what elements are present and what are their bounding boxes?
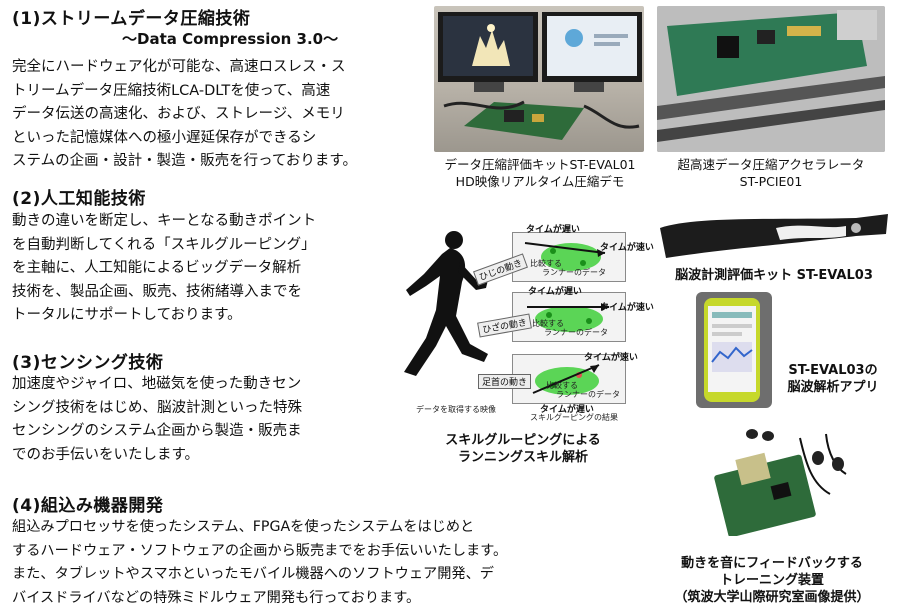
section-2-line: を自動判断してくれる「スキルグルーピング」 bbox=[12, 236, 316, 253]
section-3-body: 加速度やジャイロ、地磁気を使った動きセン シング技術をはじめ、脳波計測といった特… bbox=[12, 373, 302, 467]
section-3-line: 加速度やジャイロ、地磁気を使った動きセン bbox=[12, 376, 302, 392]
section-3-line: センシングのシステム企画から製造・販売ま bbox=[12, 423, 302, 439]
eeg-app-phone-photo bbox=[696, 292, 772, 408]
trainer-caption: 動きを音にフィードバックする トレーニング装置 （筑波大学山際研究室画像提供） bbox=[650, 555, 894, 606]
eval-kit-caption: データ圧縮評価キットST-EVAL01 HD映像リアルタイム圧縮デモ bbox=[424, 156, 656, 190]
eeg-headband-photo bbox=[660, 214, 888, 258]
runner-silhouette bbox=[404, 231, 488, 376]
elbow-runner-label: ランナーのデータ bbox=[542, 268, 606, 277]
ankle-fast-label: タイムが速い bbox=[584, 353, 638, 363]
knee-slow-label: タイムが遅い bbox=[528, 287, 582, 297]
section-1-line: ステムの企画・設計・製造・販売を行っております。 bbox=[12, 153, 357, 169]
eval-kit-photo bbox=[434, 6, 644, 152]
phone-illustration bbox=[704, 298, 760, 402]
trainer-caption-line: 動きを音にフィードバックする bbox=[681, 556, 863, 571]
knee-fast-label: タイムが速い bbox=[600, 303, 654, 313]
section-4-line: 組込みプロセッサを使ったシステム、FPGAを使ったシステムをはじめと bbox=[12, 519, 475, 535]
accelerator-caption-line: 超高速データ圧縮アクセラレータ bbox=[677, 157, 865, 172]
skill-panel-knee bbox=[512, 292, 626, 342]
eeg-app-caption-line: ST-EVAL03の bbox=[788, 363, 878, 378]
elbow-compare-label: 比較する bbox=[530, 259, 562, 268]
section-4-line: また、タブレットやスマホといったモバイル機器へのソフトウェア開発、デ bbox=[12, 566, 494, 582]
section-2-body: 動きの違いを断定し、キーとなる動きポイント を自動判断してくれる「スキルグルーピ… bbox=[12, 210, 316, 328]
section-1-line: 完全にハードウェア化が可能な、高速ロスレス・ス bbox=[12, 59, 346, 75]
training-device-photo bbox=[714, 429, 847, 536]
eval-kit-caption-line: データ圧縮評価キットST-EVAL01 bbox=[444, 157, 636, 172]
elbow-fast-label: タイムが速い bbox=[600, 243, 654, 253]
section-2-line: トータルにサポートしております。 bbox=[12, 307, 242, 323]
section-1-line: トリームデータ圧縮技術LCA-DLTを使って、高速 bbox=[12, 82, 331, 99]
skill-caption-line: ランニングスキル解析 bbox=[457, 450, 588, 465]
accelerator-caption-line: ST-PCIE01 bbox=[739, 174, 803, 189]
section-4-body: 組込みプロセッサを使ったシステム、FPGAを使ったシステムをはじめと するハード… bbox=[12, 516, 507, 610]
video-source-label: データを取得する映像 bbox=[416, 405, 496, 414]
section-3-line: でのお手伝いをいたします。 bbox=[12, 446, 200, 463]
knee-scatter bbox=[527, 303, 609, 332]
ankle-compare-label: 比較する bbox=[546, 381, 578, 390]
section-2-line: 動きの違いを断定し、キーとなる動きポイント bbox=[12, 213, 317, 229]
section-2-title: (2)人工知能技術 bbox=[12, 189, 146, 209]
eval-kit-illustration bbox=[438, 12, 642, 140]
section-4-line: するハードウェア・ソフトウェアの企画から販売までをお手伝いいたします。 bbox=[12, 542, 508, 559]
eeg-app-caption: ST-EVAL03の 脳波解析アプリ bbox=[774, 362, 892, 396]
ankle-tag: 足首の動き bbox=[478, 374, 532, 389]
section-1-line: データ伝送の高速化、および、ストレージ、メモリ bbox=[12, 106, 345, 122]
elbow-scatter bbox=[524, 242, 606, 271]
section-1-body: 完全にハードウェア化が可能な、高速ロスレス・ス トリームデータ圧縮技術LCA-D… bbox=[12, 56, 357, 174]
accelerator-caption: 超高速データ圧縮アクセラレータ ST-PCIE01 bbox=[650, 156, 892, 190]
section-1-subtitle: ～Data Compression 3.0～ bbox=[122, 30, 339, 48]
skill-panel-ankle bbox=[512, 354, 626, 404]
section-3-title: (3)センシング技術 bbox=[12, 353, 164, 373]
ankle-runner-label: ランナーのデータ bbox=[556, 390, 620, 399]
section-1-line: といった記憶媒体への極小遅延保存ができるシ bbox=[12, 129, 317, 146]
skill-panel-elbow bbox=[512, 232, 626, 282]
section-3-line: シング技術をはじめ、脳波計測といった特殊 bbox=[12, 399, 302, 416]
accelerator-illustration bbox=[657, 6, 885, 152]
accelerator-photo bbox=[657, 6, 885, 152]
eval-kit-caption-line: HD映像リアルタイム圧縮デモ bbox=[455, 174, 625, 189]
knee-compare-label: 比較する bbox=[532, 319, 564, 328]
ankle-scatter bbox=[532, 364, 600, 395]
section-4-line: バイスドライバなどの特殊ミドルウェア開発も行っております。 bbox=[12, 589, 421, 606]
section-2-line: を主軸に、人工知能によるビッグデータ解析 bbox=[12, 260, 302, 276]
section-2-line: 技術を、製品企画、販売、技術緒導入までを bbox=[12, 283, 302, 300]
ankle-slow-label: タイムが遅い bbox=[540, 405, 594, 415]
knee-runner-label: ランナーのデータ bbox=[544, 328, 608, 337]
section-4-title: (4)組込み機器開発 bbox=[12, 496, 164, 516]
skill-caption-line: スキルグルーピングによる bbox=[445, 433, 601, 448]
eeg-app-caption-line: 脳波解析アプリ bbox=[787, 380, 879, 395]
trainer-caption-line: （筑波大学山際研究室画像提供） bbox=[674, 590, 870, 605]
trainer-caption-line: トレーニング装置 bbox=[719, 573, 824, 588]
eeg-kit-caption: 脳波計測評価キット ST-EVAL03 bbox=[675, 268, 873, 283]
grouping-result-label: スキルグーピングの結果 bbox=[530, 413, 618, 422]
elbow-slow-label: タイムが遅い bbox=[526, 225, 580, 235]
section-1-title: (1)ストリームデータ圧縮技術 bbox=[12, 9, 251, 29]
skill-caption: スキルグルーピングによる ランニングスキル解析 bbox=[408, 432, 638, 466]
